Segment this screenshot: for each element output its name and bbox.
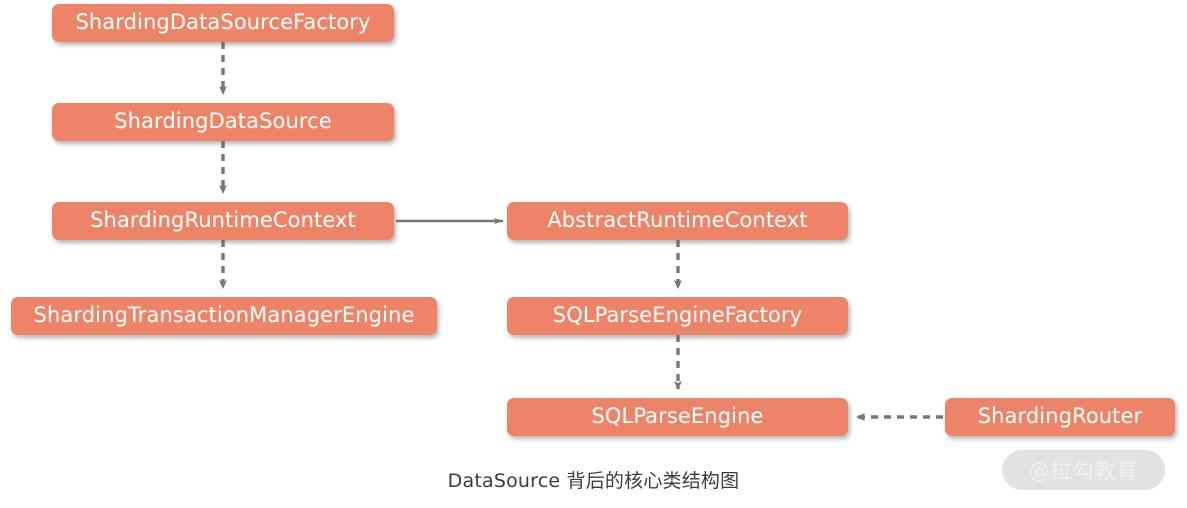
node-label: SQLParseEngine (591, 404, 764, 428)
node-sql-parse-engine[interactable]: SQLParseEngine (507, 398, 848, 436)
node-label: ShardingDataSource (114, 109, 332, 133)
watermark-text: @拉勾教育 (1028, 459, 1139, 483)
node-sharding-transaction-manager-engine[interactable]: ShardingTransactionManagerEngine (11, 297, 437, 335)
node-sharding-data-source-factory[interactable]: ShardingDataSourceFactory (52, 4, 394, 42)
node-label: ShardingRouter (977, 404, 1143, 428)
watermark-badge: @拉勾教育 (1002, 450, 1165, 490)
node-sql-parse-engine-factory[interactable]: SQLParseEngineFactory (507, 297, 848, 335)
node-label: SQLParseEngineFactory (552, 303, 803, 327)
node-sharding-data-source[interactable]: ShardingDataSource (52, 103, 394, 141)
diagram-caption: DataSource 背后的核心类结构图 (447, 470, 740, 492)
node-abstract-runtime-context[interactable]: AbstractRuntimeContext (507, 202, 848, 240)
node-label: ShardingDataSourceFactory (75, 10, 371, 34)
node-label: ShardingRuntimeContext (90, 208, 356, 232)
node-label: ShardingTransactionManagerEngine (33, 303, 415, 327)
node-sharding-router[interactable]: ShardingRouter (945, 398, 1175, 436)
node-label: AbstractRuntimeContext (547, 208, 808, 232)
node-sharding-runtime-context[interactable]: ShardingRuntimeContext (52, 202, 394, 240)
